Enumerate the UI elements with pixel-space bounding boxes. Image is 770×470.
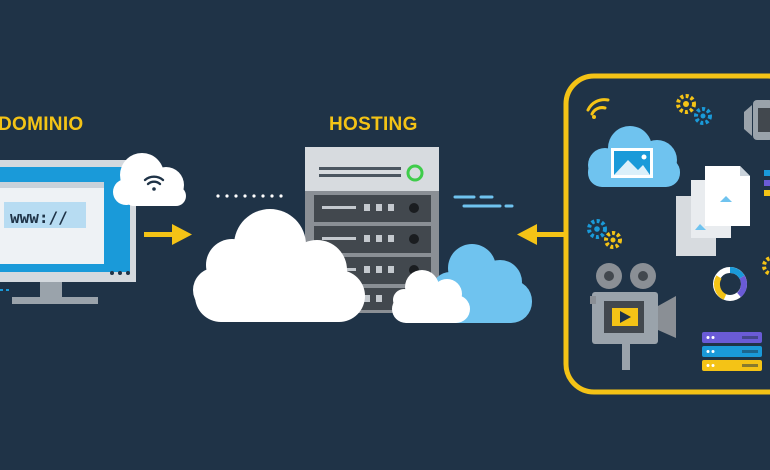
wifi-icon	[586, 98, 610, 119]
hosting-label: HOSTING	[329, 114, 418, 135]
domain-label: DOMINIO	[0, 114, 84, 135]
wifi-icon	[143, 175, 165, 191]
gear-icon	[762, 256, 770, 276]
cloud-icon	[392, 270, 470, 323]
gear-icon	[587, 219, 622, 249]
url-text: www://	[10, 208, 68, 227]
database-icon	[764, 170, 770, 196]
connection-dots	[216, 194, 283, 198]
connection-dashes	[453, 195, 514, 208]
monitor-icon	[0, 160, 136, 304]
play-icon	[612, 308, 638, 326]
image-icon	[611, 148, 653, 178]
gear-icon	[676, 94, 712, 125]
content-panel	[563, 73, 770, 395]
power-led-icon	[406, 164, 424, 182]
cloud-icon	[193, 209, 365, 322]
donut-chart-icon	[713, 267, 747, 301]
arrow-left-icon	[517, 224, 565, 245]
database-icon	[702, 332, 762, 371]
video-camera-icon	[744, 100, 770, 140]
document-icon	[676, 166, 750, 256]
arrow-right-icon	[144, 224, 192, 245]
